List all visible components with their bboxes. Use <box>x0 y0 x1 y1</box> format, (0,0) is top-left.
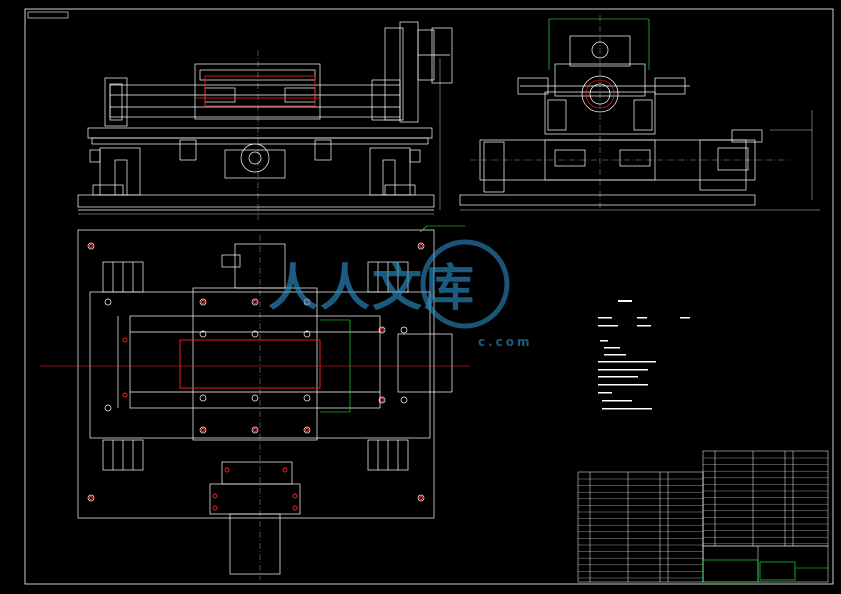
title-block-highlights <box>702 559 828 583</box>
drawing-border <box>24 8 834 585</box>
plan-view-red-markers <box>40 244 470 511</box>
watermark-subtext: c.com <box>478 335 533 349</box>
watermark-logo-text: 人人文库 <box>268 259 476 317</box>
plan-view-green-callout <box>320 225 465 413</box>
parts-list-rows <box>578 457 828 579</box>
side-elevation-view <box>459 15 820 211</box>
side-view-dimension <box>548 18 650 70</box>
front-elevation-view <box>77 21 453 220</box>
front-view-highlights <box>195 75 320 107</box>
watermark: 人人文库 c.com <box>268 239 533 349</box>
parts-list-table <box>577 450 829 583</box>
plan-view <box>77 229 453 580</box>
side-view-highlights <box>585 79 615 109</box>
watermark-ring <box>420 239 510 329</box>
technical-notes-block <box>598 300 690 410</box>
